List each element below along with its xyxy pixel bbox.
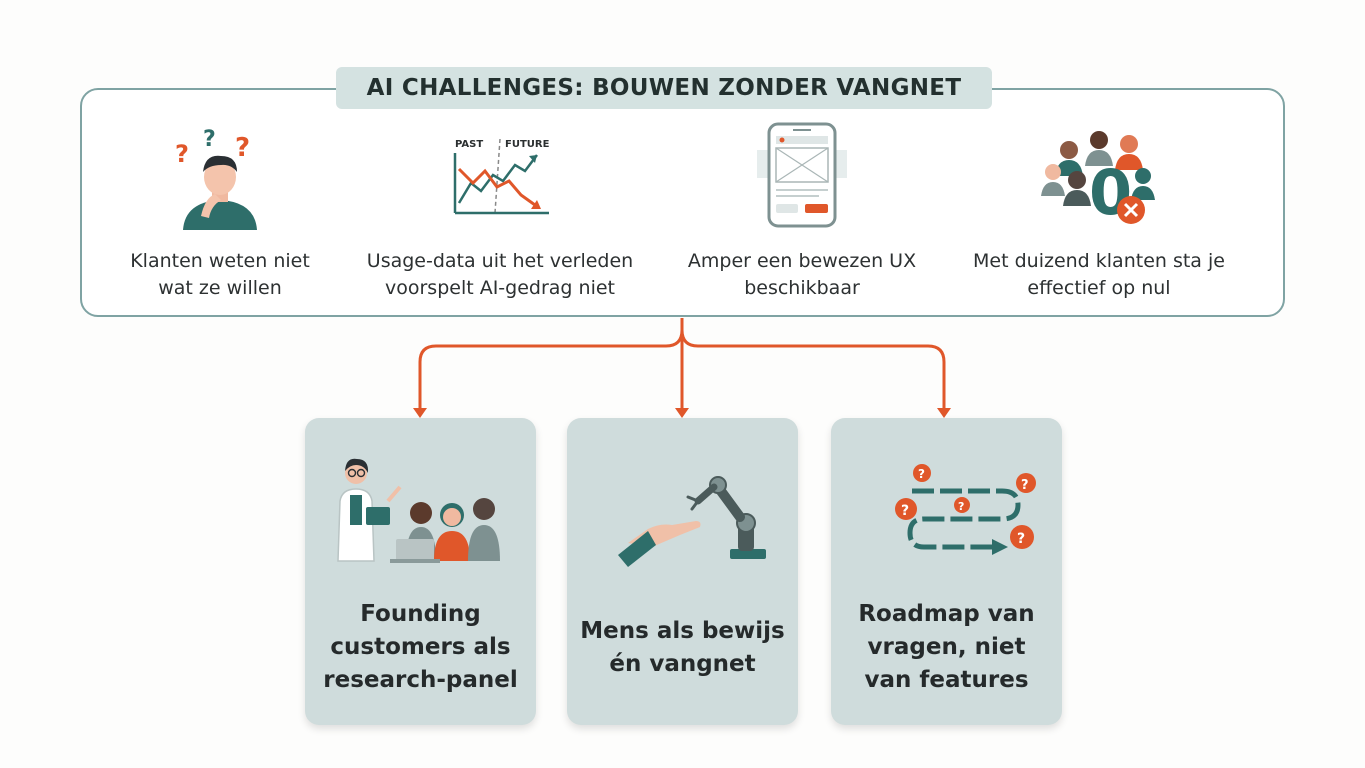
chart-past-label: PAST — [455, 139, 483, 150]
research-panel-icon — [321, 446, 521, 576]
diagram-title: AI CHALLENGES: BOUWEN ZONDER VANGNET — [336, 67, 992, 109]
human-robot-hand-icon — [583, 446, 783, 576]
arrow-right — [680, 329, 946, 410]
challenge-effectively-zero: 0 Met duizend klanten sta je effectief o… — [954, 110, 1244, 310]
svg-text:?: ? — [175, 140, 189, 168]
svg-text:?: ? — [1021, 478, 1029, 493]
solution-label: Roadmap van vragen, niet van features — [858, 601, 1035, 693]
arrow-left — [418, 318, 684, 410]
solution-card-question-roadmap: ? ? ? ? ? Roadmap van vragen, niet van f… — [831, 418, 1062, 725]
solution-label: Mens als bewijs én vangnet — [580, 617, 785, 677]
challenge-label: Met duizend klanten sta je effectief op … — [973, 250, 1225, 299]
solution-label: Founding customers als research-panel — [323, 601, 518, 693]
confused-person-icon: ? ? ? — [155, 110, 285, 240]
svg-text:?: ? — [1017, 531, 1025, 547]
challenge-usage-data: PAST FUTURE Usage-data uit het verleden … — [355, 110, 645, 310]
challenge-label: Amper een bewezen UX beschikbaar — [687, 250, 917, 299]
svg-text:?: ? — [958, 500, 964, 513]
challenge-customers-unknown: ? ? ? Klanten weten niet wat ze willen — [75, 110, 365, 310]
challenge-label: Klanten weten niet wat ze willen — [130, 250, 310, 299]
phone-wireframe-icon — [737, 110, 867, 240]
challenge-no-proven-ux: Amper een bewezen UX beschikbaar — [657, 110, 947, 310]
past-future-chart-icon: PAST FUTURE — [435, 110, 565, 240]
svg-text:?: ? — [901, 503, 909, 519]
zero-customers-icon: 0 — [1034, 110, 1164, 240]
svg-text:?: ? — [203, 127, 216, 152]
solution-card-human-safety-net: Mens als bewijs én vangnet — [567, 418, 798, 725]
challenge-label: Usage-data uit het verleden voorspelt AI… — [366, 250, 634, 299]
solution-card-research-panel: Founding customers als research-panel — [305, 418, 536, 725]
svg-text:?: ? — [918, 467, 925, 481]
svg-text:?: ? — [235, 133, 250, 163]
chart-future-label: FUTURE — [505, 139, 550, 150]
question-roadmap-icon: ? ? ? ? ? — [847, 446, 1047, 576]
